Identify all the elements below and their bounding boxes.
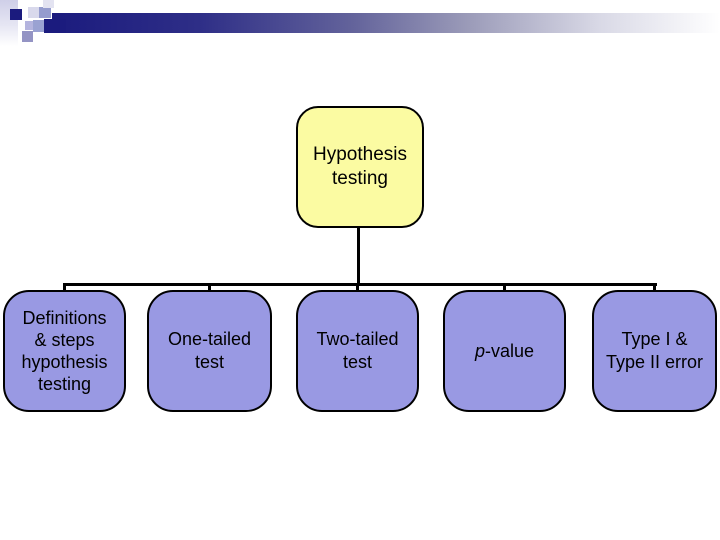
pixel-square: [22, 31, 33, 42]
p-value-rest: -value: [484, 340, 535, 361]
node-label-line: test: [194, 352, 224, 372]
pixel-square: [43, 0, 54, 8]
connector-stub: [503, 283, 506, 292]
connector-horizontal: [63, 283, 657, 286]
connector-stub: [63, 283, 66, 292]
node-label-line: Type I &: [621, 329, 688, 349]
node-label-line: testing: [37, 374, 92, 394]
connector-root-vertical: [357, 227, 360, 285]
header-left-strip: [0, 0, 18, 46]
node-label-line: Two-tailed: [316, 329, 399, 349]
pixel-square: [10, 9, 22, 20]
pixel-square: [28, 7, 40, 18]
connector-stub: [356, 283, 359, 292]
node-label-line: hypothesis: [21, 352, 108, 372]
node-label-line: Definitions: [22, 308, 107, 328]
node-label-line: One-tailed: [167, 329, 252, 349]
node-hypothesis-testing: Hypothesis testing: [296, 106, 424, 228]
pixel-square: [33, 20, 44, 32]
node-label-line: test: [342, 352, 372, 372]
node-type-errors: Type I & Type II error: [592, 290, 717, 412]
connector-stub: [653, 283, 656, 292]
node-p-value: p-value: [443, 290, 566, 412]
node-label-line: & steps: [34, 330, 95, 350]
header-gradient-bar: [52, 13, 720, 33]
pixel-square: [44, 19, 66, 33]
node-definitions-steps: Definitions & steps hypothesis testing: [3, 290, 126, 412]
node-label-line: p-value: [475, 340, 534, 363]
pixel-square: [39, 7, 51, 18]
node-one-tailed-test: One-tailed test: [147, 290, 272, 412]
p-value-italic-p: p: [474, 340, 485, 361]
node-label-line: testing: [332, 168, 388, 189]
pixel-square: [25, 21, 34, 30]
node-label-line: Hypothesis: [313, 144, 407, 165]
node-label-line: Type II error: [605, 352, 704, 372]
node-two-tailed-test: Two-tailed test: [296, 290, 419, 412]
connector-stub: [208, 283, 211, 292]
